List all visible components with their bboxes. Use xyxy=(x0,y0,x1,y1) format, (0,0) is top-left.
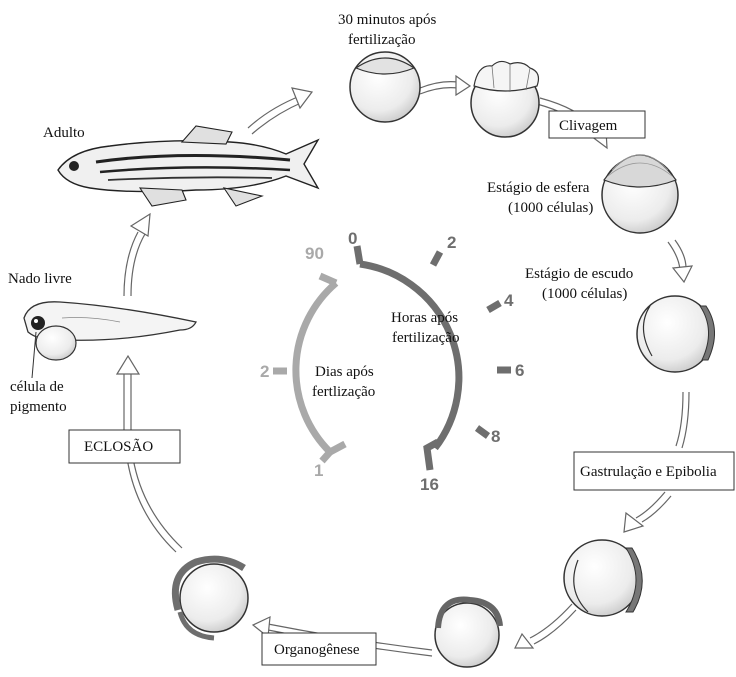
epiboly-embryo-illustration xyxy=(564,540,642,616)
hatching-label: ECLOSÃO xyxy=(84,439,153,455)
hours-label-line1: Horas após xyxy=(391,310,458,326)
cleavage-label: Clivagem xyxy=(559,118,618,134)
bud-stage-embryo-illustration xyxy=(435,600,500,667)
hours-tick-16: 16 xyxy=(420,475,439,494)
days-label-line1: Dias após xyxy=(315,364,374,380)
larva-illustration xyxy=(24,302,196,360)
days-label-line2: fertlização xyxy=(312,384,375,400)
shield-stage-embryo-illustration xyxy=(637,296,715,372)
hours-label-line2: fertilização xyxy=(392,330,459,346)
hours-tick-6: 6 xyxy=(515,361,524,380)
organogenesis-label: Organogênese xyxy=(274,642,360,658)
hours-arc xyxy=(357,246,511,470)
zygote-label-line2: fertilização xyxy=(348,32,415,48)
adult-label: Adulto xyxy=(43,125,85,141)
days-tick-1: 1 xyxy=(314,461,323,480)
sphere-stage-embryo-illustration xyxy=(602,155,678,233)
zygote-egg-illustration xyxy=(350,52,420,122)
eight-cell-embryo-illustration xyxy=(471,61,539,137)
sphere-stage-label-line1: Estágio de esfera xyxy=(487,180,590,196)
pigment-cell-pointer xyxy=(32,332,36,378)
adult-fish-illustration xyxy=(58,126,318,206)
days-tick-2: 2 xyxy=(260,362,269,381)
sphere-stage-label-line2: (1000 células) xyxy=(508,200,593,216)
pigment-cell-label-line2: pigmento xyxy=(10,399,67,415)
shield-stage-label-line2: (1000 células) xyxy=(542,286,627,302)
somite-stage-embryo-illustration xyxy=(175,559,248,638)
hours-tick-2: 2 xyxy=(447,233,456,252)
hours-tick-8: 8 xyxy=(491,427,500,446)
shield-stage-label-line1: Estágio de escudo xyxy=(525,266,633,282)
pigment-cell-label-line1: célula de xyxy=(10,379,64,395)
hours-tick-4: 4 xyxy=(504,291,514,310)
zygote-label-line1: 30 minutos após xyxy=(338,12,436,28)
hours-tick-0: 0 xyxy=(348,229,357,248)
gastrulation-label: Gastrulação e Epibolia xyxy=(580,464,717,480)
days-tick-90: 90 xyxy=(305,244,324,263)
free-swim-label: Nado livre xyxy=(8,271,72,287)
